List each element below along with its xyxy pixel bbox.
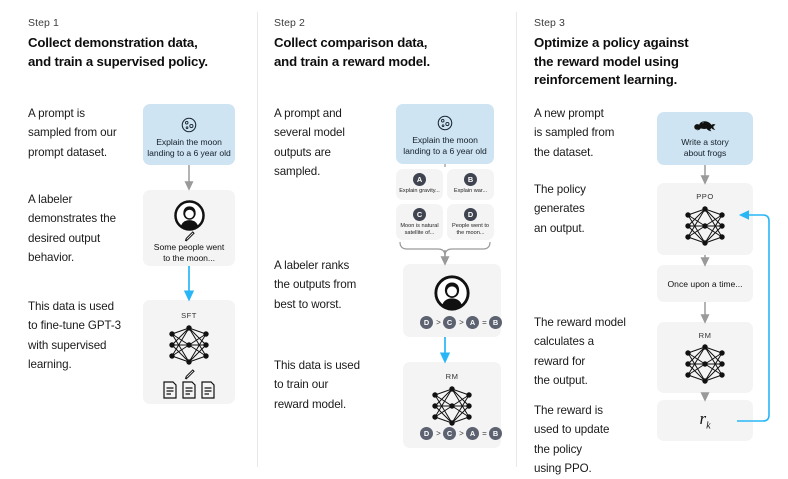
step-1-title-line1: Collect demonstration data,: [28, 35, 198, 50]
step-1-labeler-caption-2: to the moon...: [163, 253, 215, 263]
step-3-ppo-card[interactable]: PPO: [657, 183, 753, 255]
rm-rank-letter-3: A: [466, 427, 479, 440]
step-2-output-card-b[interactable]: B Explain war...: [447, 169, 494, 200]
step-1-prompt-caption-1: Explain the moon: [156, 137, 222, 147]
output-text-d-line2: the moon...: [456, 230, 485, 236]
rank-letter-4: B: [489, 316, 502, 329]
step-2-labeler-card[interactable]: D > C > A = B: [403, 264, 502, 337]
step-3-title-line3: reinforcement learning.: [534, 72, 678, 87]
column-divider-1: [257, 12, 258, 467]
rank-op-2: >: [459, 318, 464, 327]
output-text-c-line1: Moon is natural: [400, 223, 439, 229]
rank-op-1: >: [436, 318, 441, 327]
output-badge-c: C: [413, 208, 426, 221]
step-2-label: Step 2: [274, 17, 305, 29]
step-3-column: Step 3 Optimize a policy against the rew…: [516, 0, 788, 479]
step-1-title-line2: and train a supervised policy.: [28, 53, 208, 69]
pencil-icon: [143, 230, 235, 242]
step-3-paragraph-3: The reward model calculates a reward for…: [534, 316, 626, 388]
reward-symbol-base: r: [699, 409, 707, 428]
step-2-paragraph-2: A labeler ranks the outputs from best to…: [274, 259, 357, 311]
neural-net-icon: [657, 341, 753, 387]
step-2-prompt-caption-1: Explain the moon: [412, 135, 478, 145]
output-text-b: Explain war...: [453, 188, 488, 194]
neural-net-icon: [143, 322, 235, 368]
step-2-output-card-a[interactable]: A Explain gravity...: [396, 169, 443, 200]
rm-rank-letter-4: B: [489, 427, 502, 440]
column-divider-2: [516, 12, 517, 467]
step-3-output-card[interactable]: Once upon a time...: [657, 265, 753, 302]
step-3-rm-card[interactable]: RM: [657, 322, 753, 393]
step-2-title: Collect comparison data, and train a rew…: [274, 34, 499, 71]
step-1-prompt-caption-2: landing to a 6 year old: [147, 148, 231, 158]
step-1-paragraph-3: This data is used to fine-tune GPT-3 wit…: [28, 300, 121, 372]
step-2-prompt-card[interactable]: Explain the moon landing to a 6 year old: [396, 104, 494, 164]
labeler-icon: [143, 199, 235, 233]
step-2-rm-card[interactable]: RM: [403, 362, 502, 448]
step-1-title: Collect demonstration data, and train a …: [28, 34, 253, 71]
step-2-output-card-d[interactable]: D People went to the moon...: [447, 204, 494, 240]
moon-icon: [396, 114, 494, 132]
step-1-labeler-caption-1: Some people went: [153, 242, 225, 252]
step-3-paragraph-2: The policy generates an output.: [534, 183, 586, 235]
step-1-sft-card[interactable]: SFT: [143, 300, 235, 404]
output-text-a: Explain gravity...: [399, 188, 440, 194]
output-badge-d: D: [464, 208, 477, 221]
ppo-label: PPO: [696, 192, 714, 201]
step-2-title-line2: and train a reward model.: [274, 53, 431, 69]
step-2-column: Step 2 Collect comparison data, and trai…: [257, 0, 516, 479]
step-1-prompt-card[interactable]: Explain the moon landing to a 6 year old: [143, 104, 235, 165]
rm-rank-op-2: >: [459, 429, 464, 438]
step-3-prompt-card[interactable]: Write a story about frogs: [657, 112, 753, 165]
rank-letter-3: A: [466, 316, 479, 329]
reward-symbol: rk: [657, 409, 753, 431]
rm-rank-letter-1: D: [420, 427, 433, 440]
step-3-title-line2: the reward model using: [534, 53, 679, 69]
step-3-paragraph-4: The reward is used to update the policy …: [534, 404, 610, 476]
step-2-ranking-row: D > C > A = B: [403, 316, 502, 330]
sft-label: SFT: [181, 311, 197, 320]
labeler-icon: [403, 274, 501, 314]
output-text-d-line1: People went to: [451, 223, 489, 229]
step-1-paragraph-1: A prompt is sampled from our prompt data…: [28, 107, 117, 159]
step-1-label: Step 1: [28, 17, 59, 29]
rm-label: RM: [445, 372, 459, 381]
reward-symbol-sub: k: [706, 420, 711, 432]
rm-label: RM: [698, 331, 712, 340]
rm-rank-op-1: >: [436, 429, 441, 438]
output-badge-b: B: [464, 173, 477, 186]
step-2-output-card-c[interactable]: C Moon is natural satellite of...: [396, 204, 443, 240]
documents-icon: [143, 381, 235, 399]
rank-letter-1: D: [420, 316, 433, 329]
output-text-c-line2: satellite of...: [404, 230, 435, 236]
neural-net-icon: [657, 203, 753, 249]
step-3-title-line1: Optimize a policy against: [534, 35, 689, 50]
step-2-rm-ranking-row: D > C > A = B: [403, 427, 502, 441]
rm-rank-op-3: =: [482, 429, 487, 438]
neural-net-icon: [403, 383, 501, 429]
step-1-paragraph-2: A labeler demonstrates the desired outpu…: [28, 193, 116, 265]
output-badge-a: A: [413, 173, 426, 186]
rank-letter-2: C: [443, 316, 456, 329]
step-3-title: Optimize a policy against the reward mod…: [534, 34, 734, 90]
frog-icon: [657, 118, 753, 136]
moon-icon: [143, 116, 235, 134]
step-1-column: Step 1 Collect demonstration data, and t…: [0, 0, 257, 479]
rank-op-3: =: [482, 318, 487, 327]
step-1-labeler-card[interactable]: Some people went to the moon...: [143, 190, 235, 266]
step-3-label: Step 3: [534, 17, 565, 29]
step-3-prompt-caption-1: Write a story: [681, 137, 729, 147]
step-2-paragraph-3: This data is used to train our reward mo…: [274, 359, 360, 411]
step-3-prompt-caption-2: about frogs: [683, 148, 727, 158]
step-3-output-text: Once upon a time...: [667, 279, 743, 289]
step-2-prompt-caption-2: landing to a 6 year old: [403, 146, 487, 156]
pencil-icon: [143, 368, 235, 380]
step-2-title-line1: Collect comparison data,: [274, 35, 428, 50]
step-3-paragraph-1: A new prompt is sampled from the dataset…: [534, 107, 615, 159]
rm-rank-letter-2: C: [443, 427, 456, 440]
step-2-paragraph-1: A prompt and several model outputs are s…: [274, 107, 345, 179]
step-3-reward-card[interactable]: rk: [657, 400, 753, 441]
